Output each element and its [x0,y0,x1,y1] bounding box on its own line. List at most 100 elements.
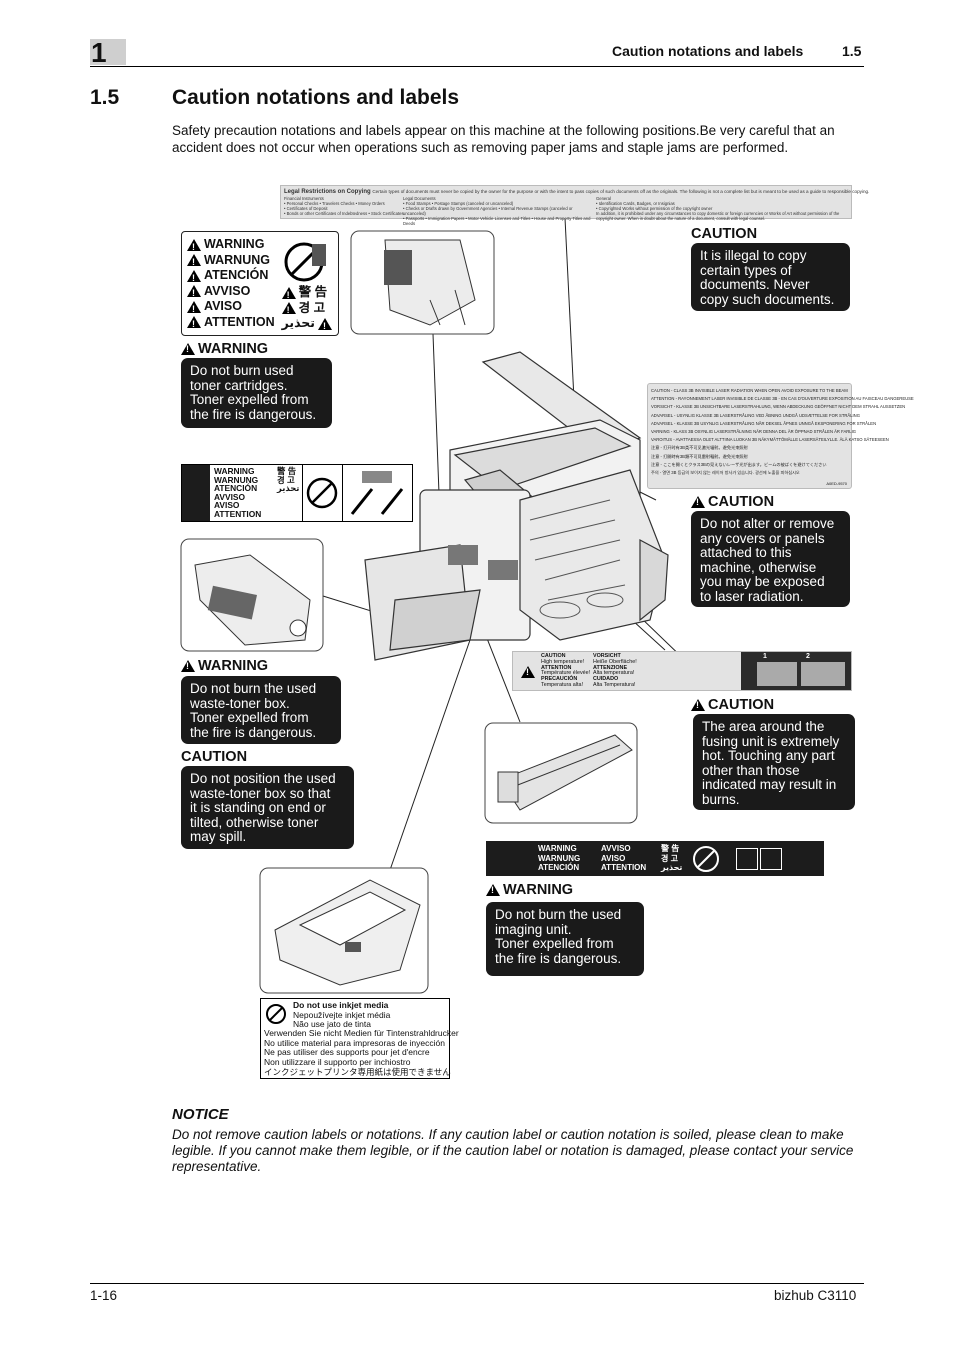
callout-line: hot. Touching any part [702,748,835,764]
toner-warning-heading: WARNING [181,341,268,357]
heat-label-text: Temperatura alta! [541,681,583,688]
warning-icon [486,884,500,896]
heat-label-text: CUIDADO [593,676,619,683]
callout-line: tilted, otherwise toner [190,814,319,830]
caution-heading-text: CAUTION [708,494,775,510]
heat-label-text: Alta Temperatura! [593,681,636,688]
toner-warning-sticker: WARNING WARNUNG ATENCIÓN AVVISO AVISO AT… [181,464,413,522]
heat-label-text: ATTENZIONE [593,664,628,671]
warning-text-en: WARNING [204,237,265,251]
legal-col-line: • Food Stamps • Postage Stamps (canceled… [403,201,514,206]
callout-line: toner cartridges. [190,377,288,393]
callout-line: the fire is dangerous. [190,724,317,740]
laser-label-line: ATTENTION - RAYONNEMENT LASER INVISIBLE … [651,396,914,402]
legal-col-line: General [596,196,611,201]
fusing-caution-callout: The area around the fusing unit is extre… [693,714,855,810]
footer-rule [90,1283,864,1284]
callout-line: imaging unit. [495,921,572,937]
callout-line: the fire is dangerous. [495,950,622,966]
imaging-warning-sticker: WARNING WARNUNG ATENCIÓN AVVISO AVISO AT… [486,841,824,876]
inkjet-label-line: Do not use inkjet media [293,1000,389,1010]
callout-line: Toner expelled from [190,710,309,726]
chapter-number: 1 [91,37,107,68]
heat-label-text: CAUTION [541,653,566,659]
caution-icon [691,496,705,508]
cover-caution-heading: CAUTION [691,494,774,510]
warning-text-ko: 경 고 [298,300,326,315]
warning-heading-text: WARNING [198,658,269,674]
laser-caution-label: CAUTION - CLASS 3B INVISIBLE LASER RADIA… [647,383,914,489]
caution-marker [488,560,518,580]
callout-line: it is standing on end or [190,800,326,816]
laser-label-line: 注意 - ここを開くとクラス3Bの見えないレーザ光が出ます。ビームの被ばくを避け… [651,461,827,467]
chapter-tab [90,39,126,65]
caution-icon [691,699,705,711]
callout-line: copy such documents. [700,291,835,307]
section-title: Caution notations and labels [172,86,460,109]
warning-icon [181,660,195,672]
callout-line: to laser radiation. [700,588,804,604]
inkjet-label-line: Não use jato de tinta [293,1019,371,1030]
warning-icon [281,302,296,319]
callout-line: any covers or panels [700,530,825,546]
warning-icon [187,254,201,271]
sticker-text: WARNUNG [214,474,259,485]
fusing-caution-heading: CAUTION [691,697,774,713]
toner-warning-callout: Do not burn used toner cartridges. Toner… [181,358,332,428]
callout-line: Do not position the used [190,771,336,786]
sticker-text: تحذير [277,483,300,494]
legal-col-line: • Identification Cards, Badges, or Insig… [596,201,675,206]
sticker-text: WARNUNG [538,853,581,863]
heat-label-text: ATTENTION [541,664,572,671]
legal-col-line: In addition, it is prohibited under any … [596,211,840,221]
page-number: 1-16 [90,1288,118,1303]
callout-line: burns. [702,791,740,807]
caution-heading-text: CAUTION [181,749,248,765]
warning-text-fr: ATTENTION [204,314,275,329]
legal-col-line: • Bonds or other Certificates of Indebte… [284,211,404,216]
step-number: 1 [763,653,767,660]
callout-line: certain types of [700,262,792,278]
inkjet-label-line: Ne pas utiliser des supports pour jet d'… [264,1047,430,1058]
no-fire-icon [284,242,326,282]
laser-label-code: A0ED-9570 [826,481,847,486]
waste-caution-heading: CAUTION [181,749,247,765]
sticker-text: ATENCIÓN [538,863,580,872]
sticker-text: تحذير [661,863,683,872]
callout-line: It is illegal to copy [700,248,807,263]
no-touch-icon [760,848,782,870]
imaging-warning-callout: Do not burn the used imaging unit. Toner… [486,902,644,976]
heat-label-text: Heiße Oberfläche! [593,658,637,665]
warning-heading-text: WARNING [198,341,269,357]
running-header-section: 1.5 [842,43,862,59]
callout-line: fusing unit is extremely [702,733,840,749]
legal-restrictions-text: Certain types of documents must never be… [372,189,870,194]
step-number: 2 [806,653,810,660]
callout-line: you may be exposed [700,574,825,590]
no-inkjet-icon [266,1004,286,1024]
inkjet-label-line: インクジェットプリンタ専用紙は使用できません [264,1066,451,1077]
heat-label-text: High temperature! [541,658,585,665]
hot-surface-icon [521,666,535,678]
heat-label-text: PRECAUCIÓN [541,676,578,683]
legal-col-line: • Personal Checks • Travelers Checks • M… [284,201,385,206]
sticker-text: 경 고 [661,853,678,863]
callout-line: indicated may result in [702,777,837,793]
sticker-text: 警 告 [661,844,680,853]
laser-label-line: 주의 - 열면 3B 등급의 보이지 않는 레이저 방사가 있습니다. 광선에 … [651,470,800,476]
inkjet-label-line: Nepoužívejte inkjet média [293,1009,391,1020]
warning-text-de: WARNUNG [204,252,270,267]
waste-caution-callout: Do not position the used waste-toner box… [181,766,354,849]
legal-restrictions-title: Legal Restrictions on Copying [284,189,371,195]
laser-label-line: 注意 - 打开时有3B类不可见激光辐射。避免光束照射 [651,445,748,451]
cartridge-handling-icon [350,471,404,515]
warning-text-zh: 警 告 [298,285,328,299]
product-name: bizhub C3110 [774,1288,857,1303]
caution-heading-text: CAUTION [708,697,775,713]
heat-label-text: Température élevée! [541,670,591,677]
warning-icon [187,269,201,286]
header-rule [90,66,864,67]
callout-line: Toner expelled from [495,936,614,952]
heat-label-text: Alta temperatura! [593,670,635,677]
no-light-icon [736,848,758,870]
